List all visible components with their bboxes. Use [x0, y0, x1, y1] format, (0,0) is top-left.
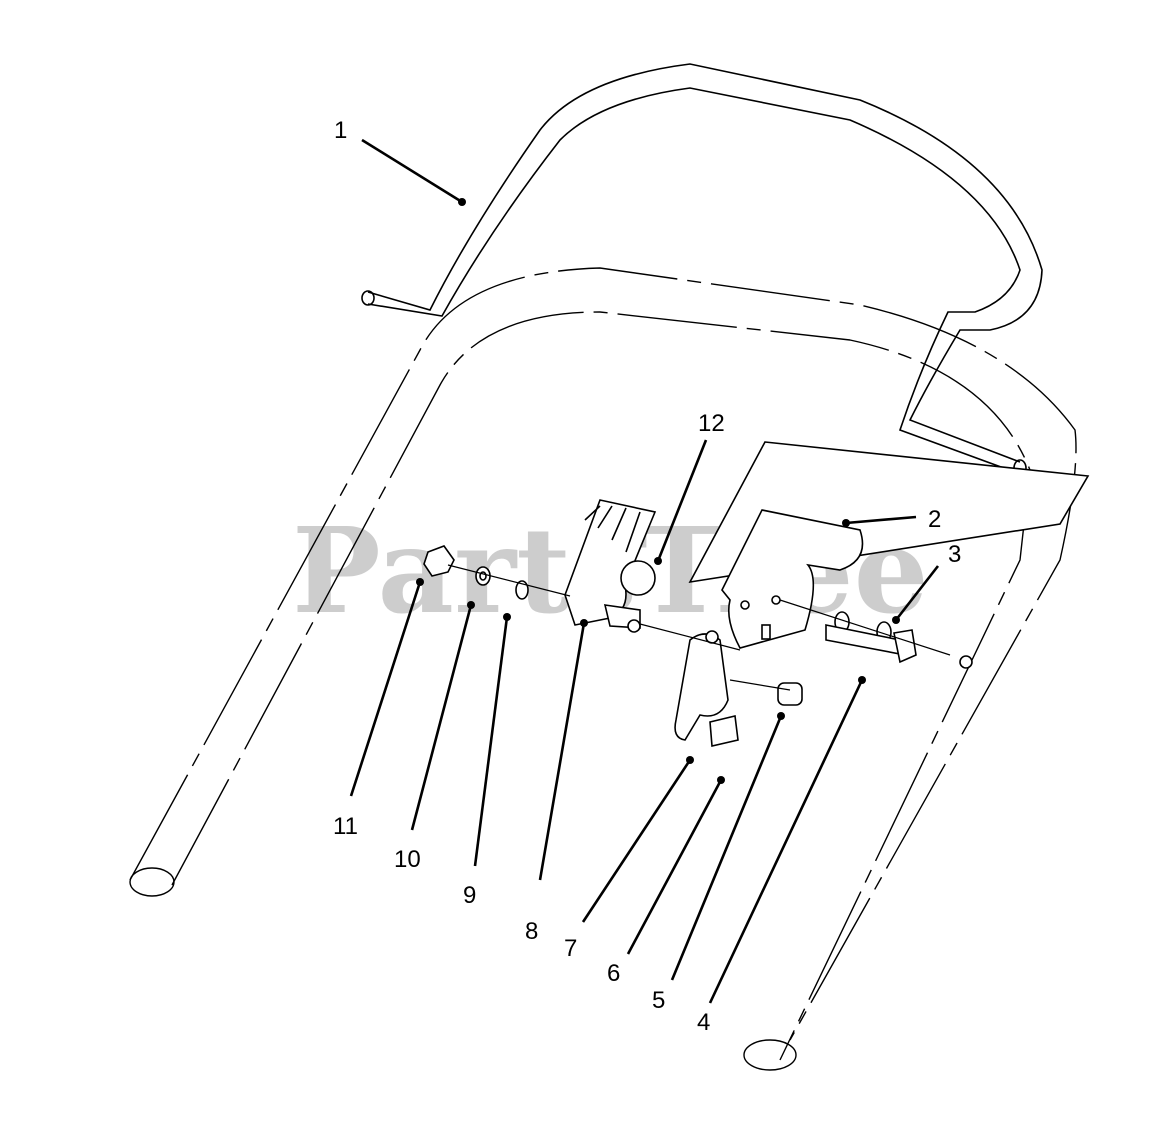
ball	[620, 560, 656, 596]
callout-1: 1	[334, 117, 347, 144]
control-lever	[564, 499, 657, 633]
callout-9: 9	[463, 882, 476, 909]
callout-6: 6	[607, 960, 620, 987]
callout-4: 4	[697, 1009, 710, 1036]
washer-9	[515, 580, 529, 600]
callout-7: 7	[564, 935, 577, 962]
bracket-panel	[688, 441, 1090, 649]
callout-8: 8	[525, 918, 538, 945]
callout-5: 5	[652, 987, 665, 1014]
center-lines	[447, 564, 951, 691]
clip	[709, 715, 739, 747]
bolt	[825, 624, 917, 664]
hole	[959, 655, 973, 669]
callout-12: 12	[698, 410, 725, 437]
link-arm	[674, 630, 729, 741]
lower-handle-phantom	[129, 267, 1077, 1071]
callout-2: 2	[928, 506, 941, 533]
callout-3: 3	[948, 541, 961, 568]
leader-lines	[349, 138, 940, 1004]
washer-10	[475, 566, 491, 586]
spacer	[777, 682, 803, 706]
nut	[423, 545, 455, 577]
callout-11: 11	[333, 813, 358, 840]
callout-10: 10	[394, 846, 421, 873]
bail-handle	[361, 63, 1043, 477]
